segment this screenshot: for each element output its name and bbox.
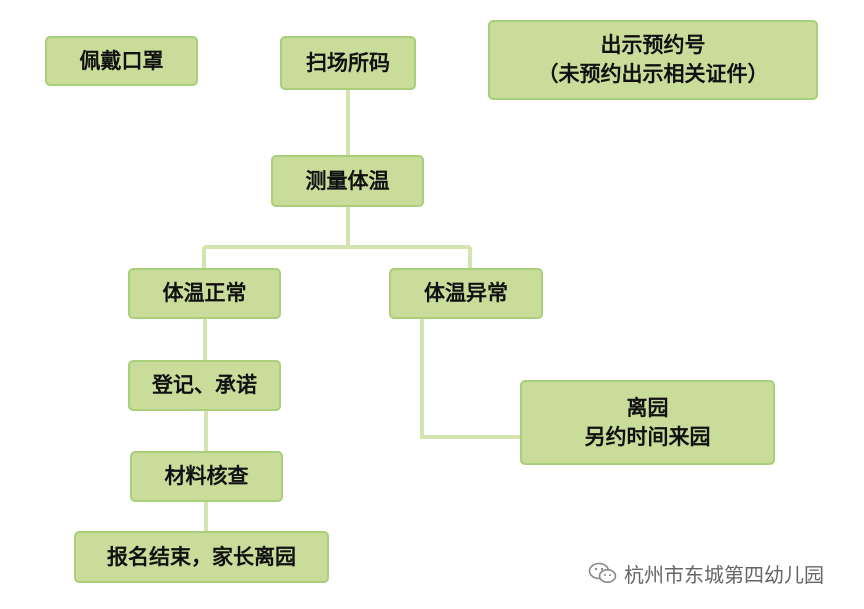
step-registration-finish-label: 报名结束，家长离园 bbox=[107, 544, 296, 569]
step-register-commit: 登记、承诺 bbox=[128, 360, 281, 411]
step-wear-mask-label: 佩戴口罩 bbox=[79, 48, 164, 73]
step-show-appointment-line2: （未预约出示相关证件） bbox=[537, 62, 769, 86]
step-material-check-label: 材料核查 bbox=[164, 464, 249, 488]
step-leave-kindergarten: 离园 另约时间来园 bbox=[520, 380, 775, 465]
step-temperature-abnormal-label: 体温异常 bbox=[424, 281, 508, 305]
step-measure-temperature-label: 测量体温 bbox=[305, 168, 390, 193]
step-registration-finish: 报名结束，家长离园 bbox=[74, 531, 329, 583]
watermark-text: 杭州市东城第四幼儿园 bbox=[624, 562, 824, 587]
step-leave-line1: 离园 bbox=[626, 395, 669, 420]
step-scan-code-label: 扫场所码 bbox=[306, 50, 390, 75]
connector-abnormal-to-leave bbox=[420, 318, 523, 439]
step-wear-mask: 佩戴口罩 bbox=[45, 36, 198, 86]
step-material-check: 材料核查 bbox=[130, 451, 283, 502]
step-show-appointment-line1: 出示预约号 bbox=[600, 33, 706, 57]
watermark: 杭州市东城第四幼儿园 bbox=[588, 560, 824, 587]
step-register-commit-label: 登记、承诺 bbox=[152, 373, 257, 397]
step-scan-code: 扫场所码 bbox=[280, 36, 416, 90]
step-show-appointment: 出示预约号 （未预约出示相关证件） bbox=[488, 20, 818, 100]
step-measure-temperature: 测量体温 bbox=[271, 155, 424, 207]
step-temperature-normal-label: 体温正常 bbox=[162, 281, 247, 305]
step-temperature-normal: 体温正常 bbox=[128, 268, 281, 319]
step-leave-line2: 另约时间来园 bbox=[584, 424, 711, 449]
wechat-icon bbox=[588, 562, 617, 583]
step-temperature-abnormal: 体温异常 bbox=[389, 268, 543, 319]
